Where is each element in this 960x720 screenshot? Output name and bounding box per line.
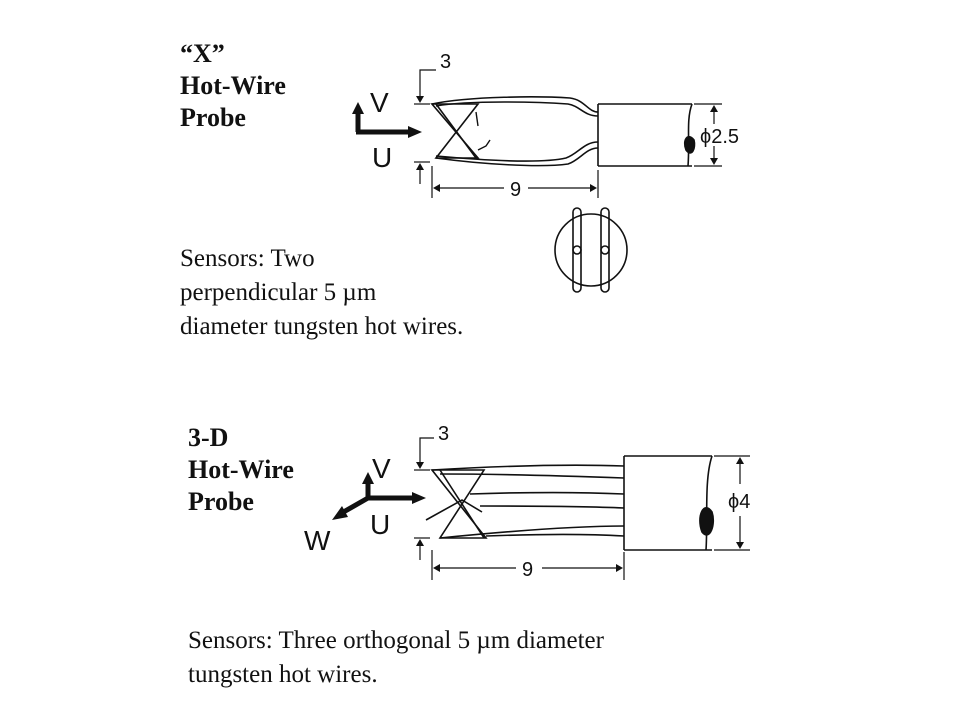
d3-probe-caption-line-1: Sensors: Three orthogonal 5 µm diameter	[188, 627, 604, 654]
x-probe-end-view	[554, 207, 628, 293]
x-probe-axes	[352, 102, 422, 138]
d3-probe-length-dimension	[431, 550, 625, 580]
d3-probe-title: 3-D Hot-Wire Probe	[188, 422, 294, 518]
d3-probe-body	[623, 455, 715, 551]
d3-probe-axes	[332, 472, 426, 520]
x-probe-caption-line-3: diameter tungsten hot wires.	[180, 313, 464, 340]
x-probe-gap-dimension	[414, 69, 436, 184]
x-probe-gap-label: 3	[440, 51, 451, 73]
x-probe-caption-line-2: perpendicular 5 µm	[180, 279, 377, 306]
d3-probe-label-w: W	[304, 525, 331, 556]
d3-probe-gap-label: 3	[438, 423, 449, 445]
x-probe-length-label: 9	[510, 179, 521, 201]
x-probe-diameter-label: ϕ2.5	[700, 126, 739, 148]
d3-probe-gap-dimension	[414, 437, 434, 560]
x-probe-label-u: U	[372, 142, 392, 173]
x-probe-prongs	[431, 96, 599, 167]
x-probe-label-v: V	[370, 87, 389, 118]
d3-probe-diameter-label: ϕ4	[728, 491, 750, 513]
x-probe-title-line-3: Probe	[180, 103, 246, 132]
x-probe-title-line-2: Hot-Wire	[180, 71, 286, 100]
x-probe-body	[597, 103, 696, 167]
x-probe-caption-line-1: Sensors: Two	[180, 245, 315, 272]
d3-probe-title-line-2: Hot-Wire	[188, 455, 294, 484]
d3-probe-caption-line-2: tungsten hot wires.	[188, 661, 378, 688]
d3-probe-label-v: V	[372, 453, 391, 484]
x-probe-title: “X” Hot-Wire Probe	[180, 38, 286, 134]
d3-probe-label-u: U	[370, 509, 390, 540]
d3-probe-title-line-1: 3-D	[188, 423, 229, 452]
x-probe-length-dimension	[431, 166, 599, 198]
x-probe-title-line-1: “X”	[180, 39, 225, 68]
d3-probe-prongs	[431, 464, 625, 539]
d3-probe-caption: Sensors: Three orthogonal 5 µm diameter …	[188, 624, 604, 692]
d3-probe-diameter-dimension	[714, 455, 750, 551]
d3-probe-title-line-3: Probe	[188, 487, 254, 516]
d3-probe-length-label: 9	[522, 559, 533, 581]
x-probe-caption: Sensors: Two perpendicular 5 µm diameter…	[180, 242, 463, 344]
x-probe-diameter-dimension	[694, 103, 722, 167]
d3-probe-sensor	[425, 469, 488, 539]
